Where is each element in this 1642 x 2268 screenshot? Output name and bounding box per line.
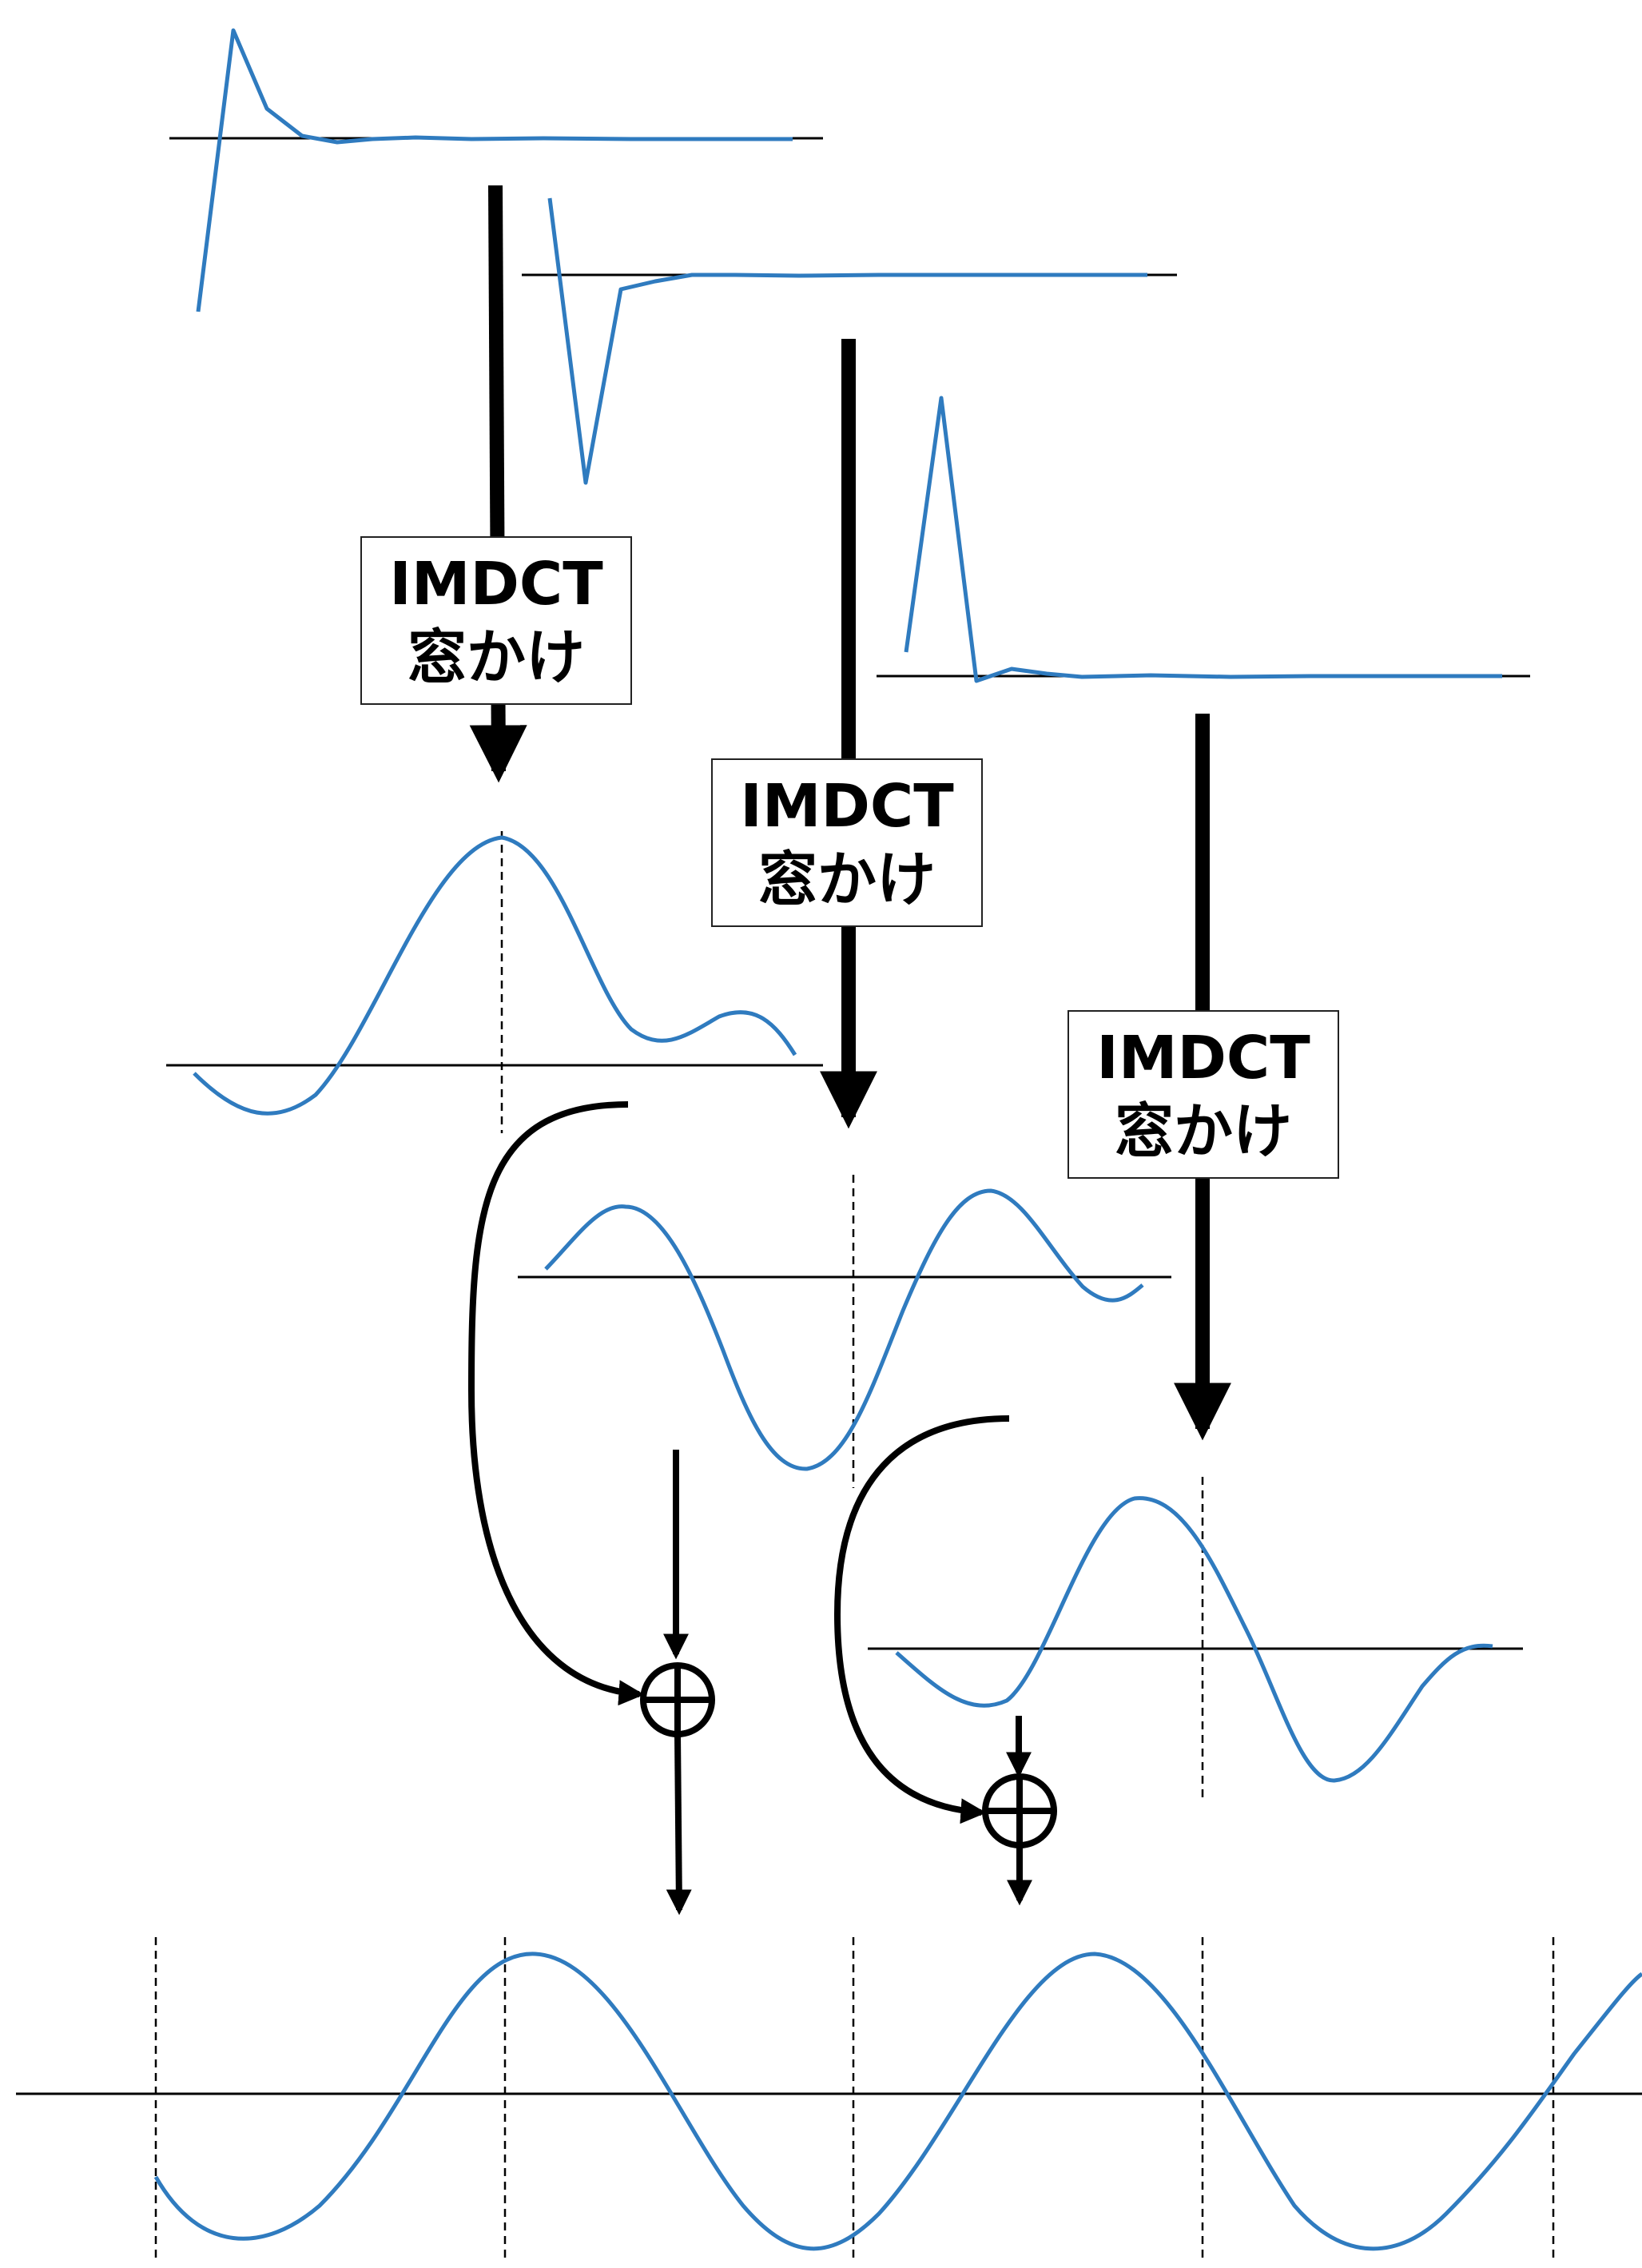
arrow-down-icon xyxy=(666,1733,692,1916)
output-signal xyxy=(16,1937,1642,2260)
output-curve xyxy=(153,1952,1642,2251)
block-label-line1: IMDCT xyxy=(389,549,603,619)
frame-curve xyxy=(895,1496,1493,1783)
input-spectrum-2 xyxy=(522,197,1177,485)
block-label-line2: 窓かけ xyxy=(1115,1096,1292,1166)
imdct-window-block-3: IMDCT 窓かけ xyxy=(1067,1010,1339,1179)
frame-curve xyxy=(193,835,797,1116)
spectrum-curve xyxy=(547,197,1147,485)
block-label-line2: 窓かけ xyxy=(758,845,936,914)
curved-arrow-icon xyxy=(833,1415,1010,1824)
curved-arrow-icon xyxy=(467,1101,645,1706)
frame-curve xyxy=(544,1188,1144,1471)
imdct-window-block-2: IMDCT 窓かけ xyxy=(711,758,983,927)
circled-plus-icon xyxy=(982,1773,1057,1848)
windowed-frame-3 xyxy=(868,1477,1523,1798)
windowed-frame-2 xyxy=(518,1175,1171,1488)
spectrum-curve xyxy=(196,28,793,312)
input-spectrum-3 xyxy=(877,396,1530,683)
block-label-line2: 窓かけ xyxy=(408,623,585,692)
block-label-line1: IMDCT xyxy=(740,771,954,841)
block-label-line1: IMDCT xyxy=(1096,1023,1310,1092)
spectrum-curve xyxy=(904,396,1502,683)
windowed-frame-1 xyxy=(166,831,823,1133)
circled-plus-icon xyxy=(640,1662,715,1737)
imdct-window-block-1: IMDCT 窓かけ xyxy=(360,536,632,705)
input-spectrum-1 xyxy=(169,28,823,312)
